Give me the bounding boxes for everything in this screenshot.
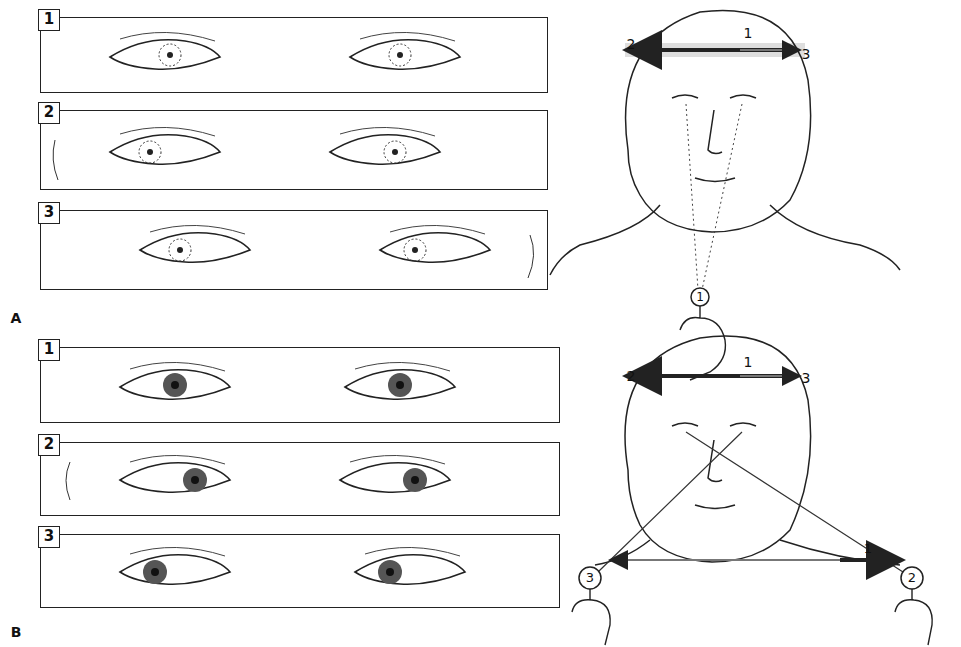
eye-panel: 1 [40, 17, 548, 93]
eye-panel: 2 [40, 110, 548, 190]
callout-number: 3 [802, 370, 811, 386]
eye-panel: 1 [40, 347, 560, 423]
callout-number: 1 [696, 289, 704, 305]
eye-panel: 3 [40, 210, 548, 290]
callout-number: 1 [744, 25, 753, 41]
callout-number: 2 [627, 36, 636, 52]
panel-number: 2 [38, 434, 60, 456]
callout-number: 3 [586, 570, 594, 586]
panel-letter: A [11, 310, 22, 326]
callout-number: 2 [908, 570, 916, 586]
panel-number: 1 [38, 339, 60, 361]
callout-number: 3 [802, 46, 811, 62]
panel-number: 3 [38, 526, 60, 548]
eye-panel: 2 [40, 442, 560, 516]
callout-number: 1 [864, 541, 872, 557]
callout-number: 1 [744, 354, 753, 370]
panel-number: 1 [38, 9, 60, 31]
callout-number: 2 [627, 368, 636, 384]
panel-number: 2 [38, 102, 60, 124]
panel-number: 3 [38, 202, 60, 224]
panel-letter: B [11, 624, 22, 640]
eye-panel: 3 [40, 534, 560, 608]
